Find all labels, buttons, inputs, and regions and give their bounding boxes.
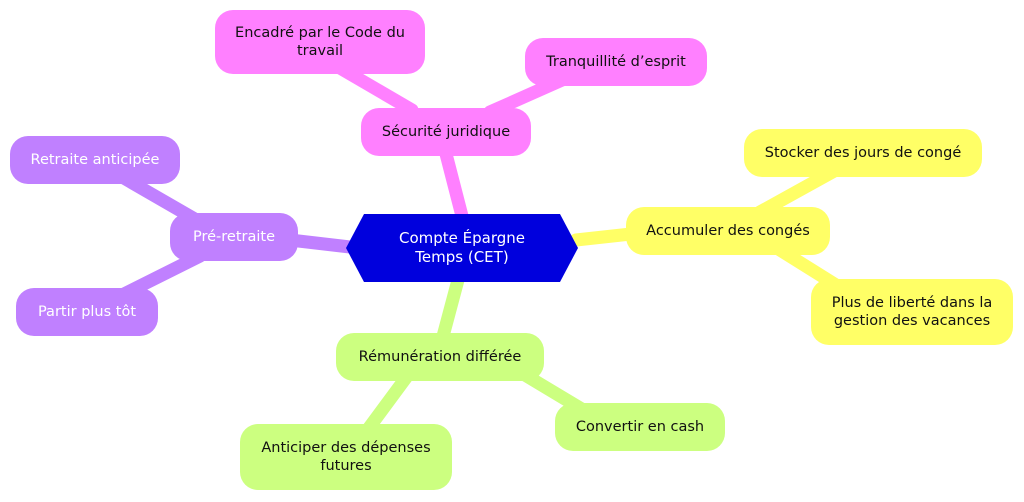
center-label: Compte Épargne Temps (CET) [398, 229, 525, 266]
node-remuneration-differee: Rémunération différée [336, 333, 544, 381]
node-pre-retraite-label: Pré-retraite [192, 229, 275, 245]
node-convertir-cash: Convertir en cash [555, 403, 725, 451]
edge-center-preretraite [283, 233, 357, 254]
node-tranquillite-esprit-label: Tranquillité d’esprit [546, 54, 686, 70]
node-anticiper-depenses-label: Anticiper des dépenses futures [261, 440, 431, 474]
node-convertir-cash-label: Convertir en cash [575, 419, 705, 435]
edge-center-remuneration [435, 273, 465, 347]
node-retraite-anticipee-label: Retraite anticipée [30, 152, 160, 168]
node-stocker-jours-label: Stocker des jours de congé [764, 145, 962, 161]
node-encadre-code-travail: Encadré par le Code du travail [215, 10, 425, 74]
node-accumuler-conges-label: Accumuler des congés [646, 223, 810, 239]
node-tranquillite-esprit: Tranquillité d’esprit [525, 38, 707, 86]
node-partir-plus-tot: Partir plus tôt [16, 288, 158, 336]
node-partir-plus-tot-label: Partir plus tôt [37, 304, 137, 320]
edge-center-securite [438, 143, 469, 223]
node-securite-juridique-label: Sécurité juridique [381, 124, 511, 140]
node-securite-juridique: Sécurité juridique [361, 108, 531, 156]
node-encadre-code-travail-label: Encadré par le Code du travail [235, 25, 405, 59]
node-accumuler-conges: Accumuler des congés [626, 207, 830, 255]
node-anticiper-depenses: Anticiper des dépenses futures [240, 424, 452, 490]
node-remuneration-differee-label: Rémunération différée [358, 349, 522, 365]
node-liberte-vacances-label: Plus de liberté dans la gestion des vaca… [831, 295, 993, 329]
edge-securite-code [333, 61, 419, 117]
node-stocker-jours: Stocker des jours de congé [744, 129, 982, 177]
center-hexagon-shape [346, 214, 578, 282]
node-liberte-vacances: Plus de liberté dans la gestion des vaca… [811, 279, 1013, 345]
center-node: Compte Épargne Temps (CET) [346, 214, 578, 282]
node-pre-retraite: Pré-retraite [170, 213, 298, 261]
node-retraite-anticipee: Retraite anticipée [10, 136, 180, 184]
